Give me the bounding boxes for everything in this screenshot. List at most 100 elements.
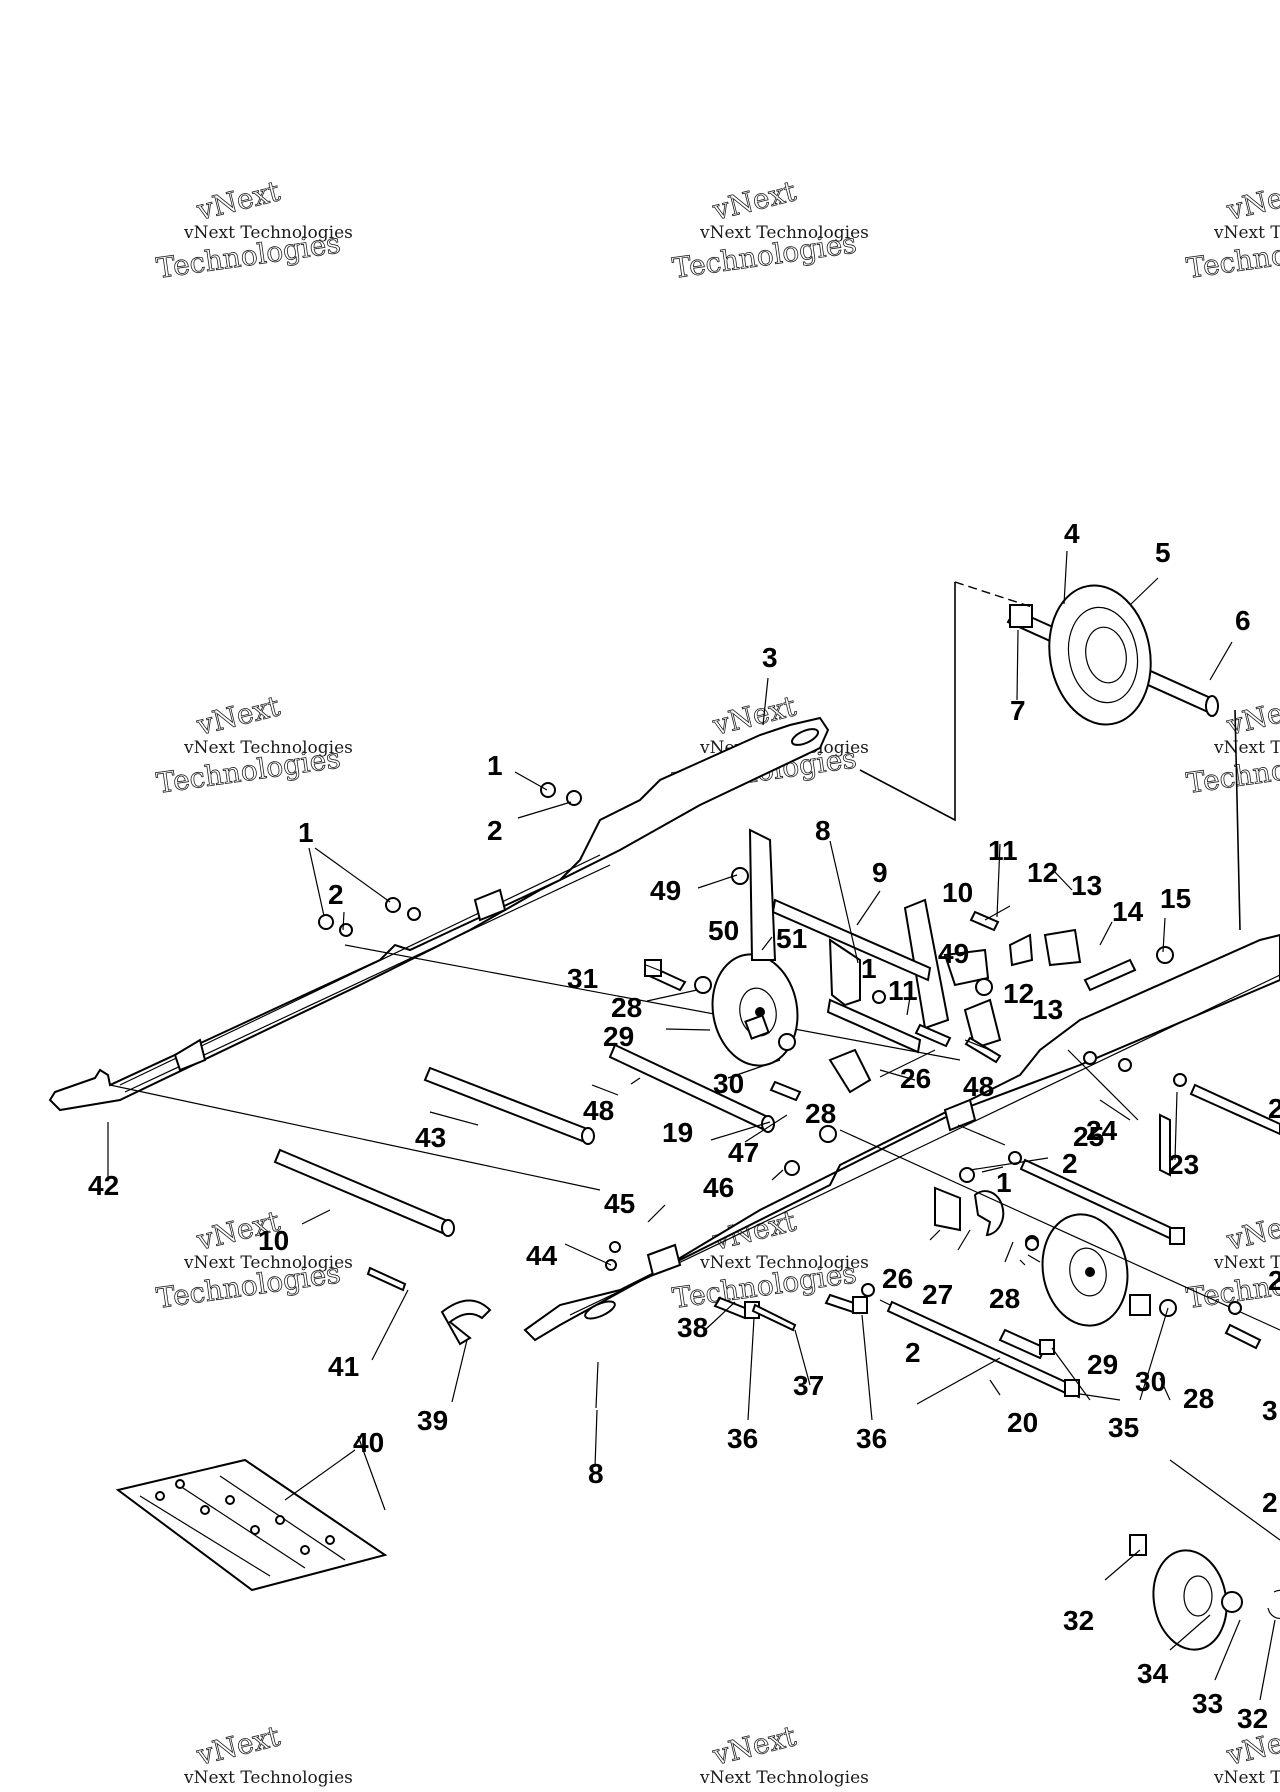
callout-label: 2 bbox=[1262, 1487, 1278, 1518]
callout-label: 48 bbox=[963, 1071, 994, 1102]
callout-label: 25 bbox=[1073, 1121, 1104, 1152]
callout-label: 11 bbox=[988, 835, 1018, 866]
watermark: vNext vNext Technologies Technologies bbox=[154, 689, 353, 800]
svg-text:vNext: vNext bbox=[193, 174, 284, 227]
callout-label: 50 bbox=[708, 915, 739, 946]
callout-label: 27 bbox=[922, 1279, 953, 1310]
svg-text:vNext Technologies: vNext Technologies bbox=[699, 1768, 869, 1788]
callout-label: 12 bbox=[1003, 978, 1034, 1009]
callout-label: 3 bbox=[762, 642, 778, 673]
callout-label: 29 bbox=[1087, 1349, 1118, 1380]
callout-label: 28 bbox=[611, 992, 642, 1023]
callout-label: 44 bbox=[526, 1240, 558, 1271]
callout-label: 4 bbox=[1064, 518, 1080, 549]
svg-text:vNext Technologies: vNext Technologies bbox=[1213, 1768, 1280, 1788]
callout-label: 30 bbox=[1135, 1366, 1166, 1397]
callout-label: 32 bbox=[1063, 1605, 1094, 1636]
callout-label: 42 bbox=[88, 1170, 119, 1201]
svg-text:vNext: vNext bbox=[709, 1204, 800, 1257]
svg-text:vNext Technologies: vNext Technologies bbox=[699, 223, 869, 243]
svg-text:vNext: vNext bbox=[709, 174, 800, 227]
small-parts bbox=[366, 1259, 797, 1409]
svg-text:vNext Technologies: vNext Technologies bbox=[183, 1253, 353, 1273]
svg-text:vNext Technologies: vNext Technologies bbox=[183, 223, 353, 243]
callout-label: 32 bbox=[1237, 1703, 1268, 1734]
callout-label: 39 bbox=[417, 1405, 448, 1436]
callout-label: 28 bbox=[1183, 1383, 1214, 1414]
callout-label: 1 bbox=[298, 817, 314, 848]
svg-text:vNext: vNext bbox=[709, 1719, 800, 1772]
svg-text:vNext Technologies: vNext Technologies bbox=[1213, 1253, 1280, 1273]
callout-label: 35 bbox=[1108, 1412, 1139, 1443]
wear-pads bbox=[173, 888, 977, 1346]
bolts bbox=[643, 910, 1280, 1397]
svg-text:vNext Technologies: vNext Technologies bbox=[699, 1253, 869, 1273]
callout-label: 2 bbox=[1268, 1093, 1280, 1124]
svg-text:vNext: vNext bbox=[1223, 689, 1280, 742]
watermark: vNext vNext Technologies Technologies bbox=[1184, 1204, 1280, 1315]
callout-label: 34 bbox=[1137, 1658, 1169, 1689]
callout-label: 29 bbox=[603, 1021, 634, 1052]
callout-label: 47 bbox=[728, 1137, 759, 1168]
callout-label: 13 bbox=[1071, 870, 1102, 901]
svg-text:vNext: vNext bbox=[1223, 1204, 1280, 1257]
watermark: vNext vNext Technologies bbox=[183, 1719, 353, 1788]
callout-label: 1 bbox=[861, 953, 877, 984]
callout-label: 14 bbox=[1112, 896, 1144, 927]
callout-label: 31 bbox=[567, 963, 598, 994]
callout-label: 6 bbox=[1235, 605, 1251, 636]
callout-label: 1 bbox=[996, 1167, 1012, 1198]
callout-label: 8 bbox=[815, 815, 831, 846]
callout-label: 26 bbox=[882, 1263, 913, 1294]
callout-label: 1 bbox=[487, 750, 503, 781]
callout-label: 38 bbox=[677, 1312, 708, 1343]
front-rail bbox=[523, 933, 1280, 1342]
callout-label: 11 bbox=[888, 975, 918, 1006]
watermark: vNext vNext Technologies Technologies bbox=[154, 1204, 353, 1315]
rear-axle-assembly bbox=[859, 581, 1241, 931]
svg-text:vNext Technologies: vNext Technologies bbox=[183, 1768, 353, 1788]
callout-label: 2 bbox=[328, 879, 344, 910]
watermark: vNext vNext Technologies bbox=[699, 1719, 869, 1788]
pivot-brackets bbox=[748, 828, 1280, 1399]
callout-label: 12 bbox=[1027, 857, 1058, 888]
callout-label: 9 bbox=[872, 857, 888, 888]
callouts: 1 2 3 1 2 4 5 6 7 8 9 10 11 12 13 14 15 … bbox=[88, 518, 1280, 1734]
callout-label: 23 bbox=[1168, 1149, 1199, 1180]
callout-label: 45 bbox=[604, 1188, 635, 1219]
watermark: vNext vNext Technologies Technologies bbox=[1184, 174, 1280, 285]
callout-label: 8 bbox=[588, 1458, 604, 1489]
svg-text:vNext Technologies: vNext Technologies bbox=[1213, 738, 1280, 758]
leader-lines bbox=[107, 550, 1280, 1701]
watermark: vNext vNext Technologies Technologies bbox=[154, 174, 353, 285]
callout-label: 46 bbox=[703, 1172, 734, 1203]
callout-label: 20 bbox=[1007, 1407, 1038, 1438]
callout-label: 28 bbox=[989, 1283, 1020, 1314]
callout-label: 15 bbox=[1160, 883, 1191, 914]
callout-label: 49 bbox=[938, 938, 969, 969]
callout-label: 41 bbox=[328, 1351, 359, 1382]
callout-label: 28 bbox=[805, 1098, 836, 1129]
callout-label: 37 bbox=[793, 1370, 824, 1401]
callout-label: 2 bbox=[1062, 1148, 1078, 1179]
hardware bbox=[318, 782, 1242, 1315]
callout-label: 26 bbox=[900, 1063, 931, 1094]
watermark: vNext vNext Technologies Technologies bbox=[670, 174, 869, 285]
callout-label: 2 bbox=[487, 815, 503, 846]
callout-label: 10 bbox=[258, 1225, 289, 1256]
callout-label: 13 bbox=[1032, 994, 1063, 1025]
callout-label: 36 bbox=[856, 1423, 887, 1454]
callout-label: 24 bbox=[1086, 1115, 1118, 1146]
callout-label: 40 bbox=[353, 1427, 384, 1458]
svg-text:vNext Technologies: vNext Technologies bbox=[183, 738, 353, 758]
svg-text:vNext: vNext bbox=[193, 689, 284, 742]
callout-label: 19 bbox=[662, 1117, 693, 1148]
callout-label: 33 bbox=[1192, 1688, 1223, 1719]
callout-label: 30 bbox=[713, 1068, 744, 1099]
callout-label: 7 bbox=[1010, 695, 1026, 726]
callout-label: 10 bbox=[942, 877, 973, 908]
callout-label: 51 bbox=[776, 923, 807, 954]
svg-text:vNext: vNext bbox=[193, 1719, 284, 1772]
callout-label: 43 bbox=[415, 1122, 446, 1153]
